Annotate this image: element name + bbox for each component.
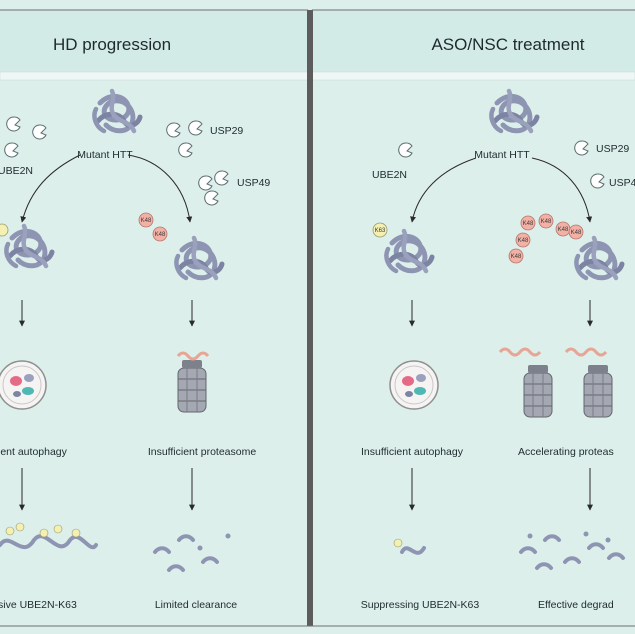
panel-divider	[307, 10, 313, 626]
degraded-fragments	[153, 533, 231, 572]
left-proteasome-label: Insufficient proteasome	[148, 446, 257, 458]
k48-tag: K48	[511, 254, 522, 260]
k48-tag: K48	[518, 238, 529, 244]
k48-tag: K48	[141, 218, 152, 224]
left-ube2n-k63-label: sive UBE2N-K63	[0, 599, 77, 611]
autophagy-vesicle-icon	[389, 360, 439, 410]
proteasome-icon	[177, 359, 207, 413]
left-usp49-label: USP49	[237, 177, 270, 189]
right-mutant-htt-label: Mutant HTT	[474, 149, 530, 161]
right-autophagy-label: Insufficient autophagy	[361, 446, 464, 458]
right-ube2n-k63-label: Suppressing UBE2N-K63	[361, 599, 480, 611]
left-panel-title: HD progression	[53, 35, 171, 54]
left-usp29-label: USP29	[210, 125, 243, 137]
degraded-fragments	[519, 531, 625, 570]
right-header	[312, 10, 635, 72]
left-ube2n-label: UBE2N	[0, 165, 33, 177]
k63-tag: K63	[375, 228, 386, 234]
right-degradation-label: Effective degrad	[538, 599, 614, 611]
left-header	[0, 10, 308, 72]
k48-tag: K48	[558, 227, 569, 233]
left-clearance-label: Limited clearance	[155, 599, 237, 611]
k48-tag: K48	[571, 230, 582, 236]
proteasome-icon	[523, 364, 553, 418]
ube2n-k63-aggregate	[0, 522, 98, 550]
k48-tag: K48	[523, 221, 534, 227]
k48-tag: K48	[155, 232, 166, 238]
left-autophagy-label: ient autophagy	[0, 446, 68, 458]
right-usp29-label: USP29	[596, 143, 629, 155]
single-ube2n-k63-protein	[393, 538, 426, 555]
k48-tag: K48	[541, 219, 552, 225]
right-panel: Mutant HTT UBE2N USP29 USP4 K63 K48 K48 …	[361, 91, 635, 611]
left-panel: Mutant HTT UBE2N USP29 USP49 K48 K48 ien…	[0, 91, 270, 611]
autophagy-vesicle-icon	[0, 360, 47, 410]
left-mutant-htt-label: Mutant HTT	[77, 149, 133, 161]
right-panel-title: ASO/NSC treatment	[431, 35, 584, 54]
proteasome-icon	[583, 364, 613, 418]
right-ube2n-label: UBE2N	[372, 169, 407, 181]
right-usp49-label: USP4	[609, 177, 635, 189]
right-proteasome-label: Accelerating proteas	[518, 446, 614, 458]
